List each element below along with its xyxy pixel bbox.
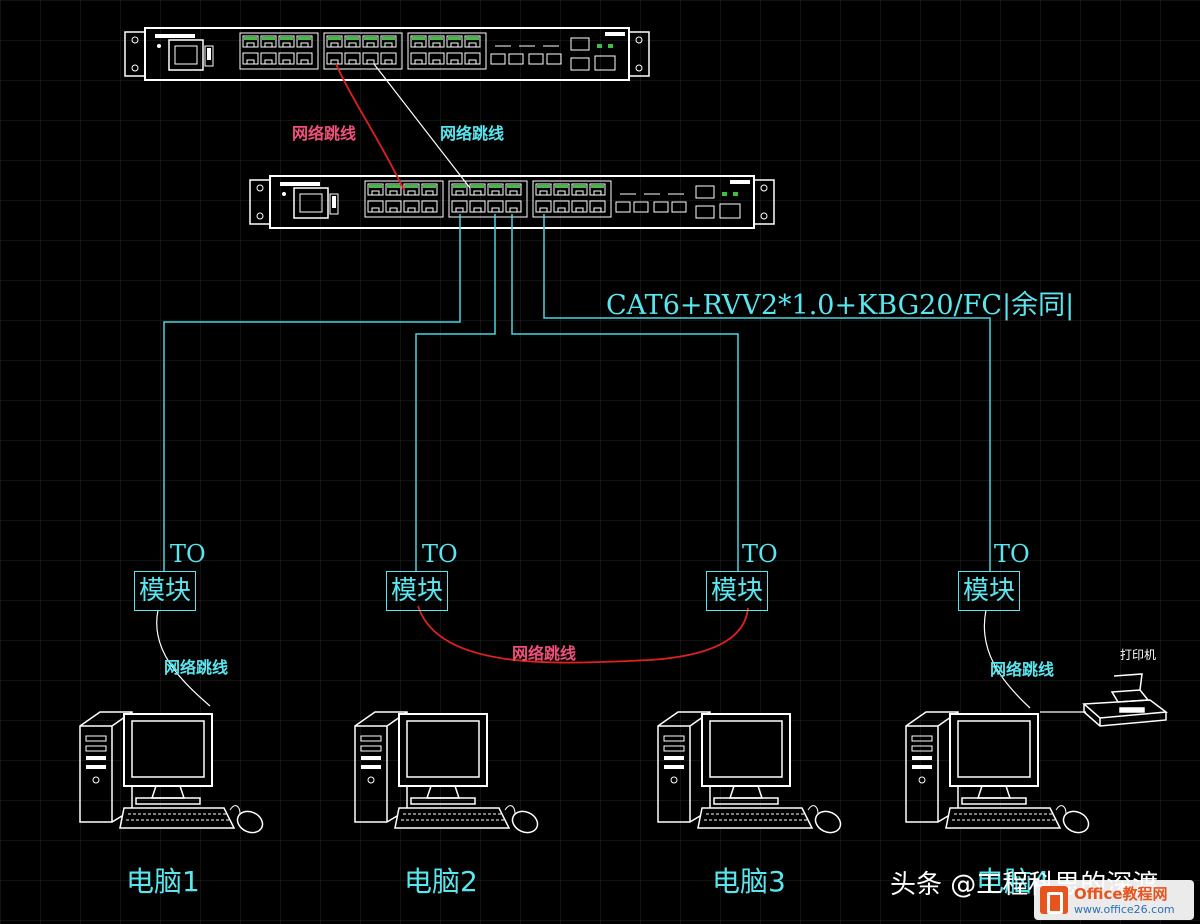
outlet-3-to-label: TO xyxy=(742,540,778,568)
office-logo-icon xyxy=(1040,886,1068,914)
badge-site: Office教程网 xyxy=(1074,885,1168,903)
printer-icon[interactable] xyxy=(1082,673,1169,727)
outlet-2-module[interactable]: 模块 xyxy=(386,571,448,611)
patch-label-5: 网络跳线 xyxy=(990,660,1055,679)
patch-cable-white xyxy=(373,63,471,189)
office-badge[interactable]: Office教程网 www.office26.com xyxy=(1034,880,1194,920)
computer-3-label: 电脑3 xyxy=(712,865,786,898)
badge-url: www.office26.com xyxy=(1074,903,1175,916)
pc-patch-cables xyxy=(156,609,1086,713)
patch-label-1: 网络跳线 xyxy=(292,124,357,143)
outlet-4-to-label: TO xyxy=(994,540,1030,568)
cable-spec-label: CAT6+RVV2*1.0+KBG20/FC|余同| xyxy=(606,290,1075,321)
computer-1-label: 电脑1 xyxy=(126,865,200,898)
computer-2-label: 电脑2 xyxy=(404,865,478,898)
patch-cable-modules xyxy=(417,605,749,664)
outlet-3-module[interactable]: 模块 xyxy=(706,571,768,611)
outlet-1-module[interactable]: 模块 xyxy=(134,571,196,611)
outlet-4-module[interactable]: 模块 xyxy=(958,571,1020,611)
patch-label-2: 网络跳线 xyxy=(440,124,505,143)
horizontal-cabling xyxy=(163,214,991,572)
patch-label-4: 网络跳线 xyxy=(164,658,229,677)
outlet-2-to-label: TO xyxy=(422,540,458,568)
outlet-1-to-label: TO xyxy=(170,540,206,568)
patch-label-3: 网络跳线 xyxy=(512,644,577,663)
patch-cable-red xyxy=(335,63,405,191)
printer-label: 打印机 xyxy=(1120,648,1157,662)
